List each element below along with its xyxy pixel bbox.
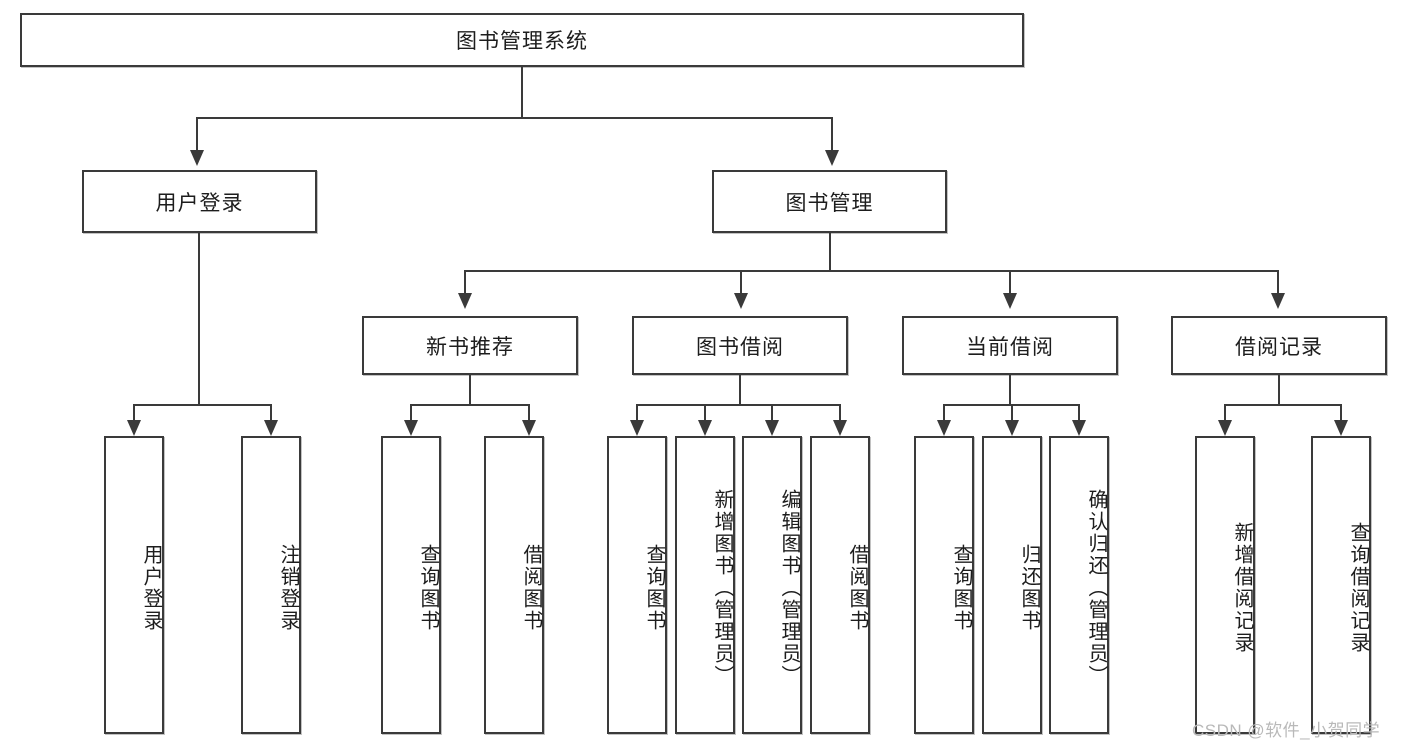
edge-book-borrow-drop-3 — [771, 404, 773, 422]
arrow-root-to-user-login — [190, 150, 204, 166]
edge-current-borrow-stem — [1009, 375, 1011, 405]
edge-user-login-bus — [133, 404, 271, 406]
edge-borrow-record-stem — [1278, 375, 1280, 405]
arrow-book-mgmt-to-book-borrow — [734, 293, 748, 309]
leaf-book-borrow-3[interactable]: 编辑图书（管理员） — [742, 436, 802, 734]
edge-root-bus — [196, 117, 833, 119]
edge-current-borrow-drop-2 — [1011, 404, 1013, 422]
arrow-borrow-record-leaf-2 — [1334, 420, 1348, 436]
edge-book-borrow-stem — [739, 375, 741, 405]
edge-new-book-stem — [469, 375, 471, 405]
node-book-borrow-label: 图书借阅 — [696, 335, 784, 359]
leaf-user-login-2[interactable]: 注销登录 — [241, 436, 301, 734]
edge-current-borrow-drop-1 — [943, 404, 945, 422]
edge-book-mgmt-drop-3 — [1009, 270, 1011, 295]
arrow-book-borrow-leaf-2 — [698, 420, 712, 436]
edge-book-borrow-bus — [636, 404, 841, 406]
edge-new-book-drop-2 — [528, 404, 530, 422]
leaf-user-login-2-label: 注销登录 — [277, 544, 299, 632]
leaf-book-borrow-3-label: 编辑图书（管理员） — [778, 489, 800, 687]
node-root-system[interactable]: 图书管理系统 — [20, 13, 1024, 67]
edge-book-mgmt-stem — [829, 233, 831, 271]
leaf-current-borrow-3[interactable]: 确认归还（管理员） — [1049, 436, 1109, 734]
leaf-book-borrow-1-label: 查询图书 — [643, 544, 665, 632]
arrow-current-borrow-leaf-2 — [1005, 420, 1019, 436]
edge-borrow-record-drop-1 — [1224, 404, 1226, 422]
edge-root-to-book-mgmt — [831, 117, 833, 152]
edge-book-mgmt-bus — [464, 270, 1279, 272]
leaf-current-borrow-2[interactable]: 归还图书 — [982, 436, 1042, 734]
edge-user-login-drop-2 — [270, 404, 272, 422]
leaf-borrow-record-1[interactable]: 新增借阅记录 — [1195, 436, 1255, 734]
arrow-user-login-leaf-1 — [127, 420, 141, 436]
leaf-borrow-record-2[interactable]: 查询借阅记录 — [1311, 436, 1371, 734]
leaf-borrow-record-1-label: 新增借阅记录 — [1231, 522, 1253, 654]
edge-current-borrow-drop-3 — [1078, 404, 1080, 422]
edge-borrow-record-bus — [1224, 404, 1341, 406]
leaf-user-login-1[interactable]: 用户登录 — [104, 436, 164, 734]
leaf-current-borrow-1[interactable]: 查询图书 — [914, 436, 974, 734]
leaf-user-login-1-label: 用户登录 — [140, 544, 162, 632]
arrow-borrow-record-leaf-1 — [1218, 420, 1232, 436]
edge-book-borrow-drop-4 — [839, 404, 841, 422]
leaf-new-book-1[interactable]: 查询图书 — [381, 436, 441, 734]
arrow-book-borrow-leaf-1 — [630, 420, 644, 436]
leaf-new-book-1-label: 查询图书 — [417, 544, 439, 632]
node-borrow-record-label: 借阅记录 — [1235, 335, 1323, 359]
node-new-book-recommend[interactable]: 新书推荐 — [362, 316, 578, 375]
leaf-current-borrow-3-label: 确认归还（管理员） — [1085, 489, 1107, 687]
edge-user-login-drop-1 — [133, 404, 135, 422]
edge-book-mgmt-drop-4 — [1277, 270, 1279, 295]
edge-book-borrow-drop-2 — [704, 404, 706, 422]
edge-new-book-bus — [410, 404, 530, 406]
node-book-borrow[interactable]: 图书借阅 — [632, 316, 848, 375]
arrow-book-mgmt-to-current-borrow — [1003, 293, 1017, 309]
watermark-csdn: CSDN @软件_小贺同学 — [1192, 721, 1381, 740]
leaf-borrow-record-2-label: 查询借阅记录 — [1347, 522, 1369, 654]
leaf-book-borrow-2[interactable]: 新增图书（管理员） — [675, 436, 735, 734]
edge-root-stem — [521, 67, 523, 118]
node-new-book-recommend-label: 新书推荐 — [426, 335, 514, 359]
arrow-book-borrow-leaf-3 — [765, 420, 779, 436]
edge-book-borrow-drop-1 — [636, 404, 638, 422]
arrow-user-login-leaf-2 — [264, 420, 278, 436]
edge-user-login-stem — [198, 233, 200, 405]
leaf-book-borrow-2-label: 新增图书（管理员） — [711, 489, 733, 687]
leaf-current-borrow-1-label: 查询图书 — [950, 544, 972, 632]
arrow-book-mgmt-to-borrow-record — [1271, 293, 1285, 309]
leaf-new-book-2-label: 借阅图书 — [520, 544, 542, 632]
node-book-management[interactable]: 图书管理 — [712, 170, 947, 233]
edge-book-mgmt-drop-1 — [464, 270, 466, 295]
leaf-book-borrow-4-label: 借阅图书 — [846, 544, 868, 632]
arrow-current-borrow-leaf-3 — [1072, 420, 1086, 436]
arrow-new-book-leaf-2 — [522, 420, 536, 436]
node-current-borrow-label: 当前借阅 — [966, 335, 1054, 359]
arrow-root-to-book-mgmt — [825, 150, 839, 166]
leaf-book-borrow-1[interactable]: 查询图书 — [607, 436, 667, 734]
edge-root-to-user-login — [196, 117, 198, 152]
leaf-book-borrow-4[interactable]: 借阅图书 — [810, 436, 870, 734]
node-user-login-label: 用户登录 — [155, 191, 244, 215]
node-root-label: 图书管理系统 — [456, 30, 588, 53]
edge-new-book-drop-1 — [410, 404, 412, 422]
node-user-login[interactable]: 用户登录 — [82, 170, 317, 233]
arrow-book-borrow-leaf-4 — [833, 420, 847, 436]
node-book-management-label: 图书管理 — [785, 191, 874, 215]
arrow-new-book-leaf-1 — [404, 420, 418, 436]
node-borrow-record[interactable]: 借阅记录 — [1171, 316, 1387, 375]
arrow-current-borrow-leaf-1 — [937, 420, 951, 436]
arrow-book-mgmt-to-new-book — [458, 293, 472, 309]
node-current-borrow[interactable]: 当前借阅 — [902, 316, 1118, 375]
leaf-current-borrow-2-label: 归还图书 — [1018, 544, 1040, 632]
leaf-new-book-2[interactable]: 借阅图书 — [484, 436, 544, 734]
edge-book-mgmt-drop-2 — [740, 270, 742, 295]
edge-borrow-record-drop-2 — [1340, 404, 1342, 422]
